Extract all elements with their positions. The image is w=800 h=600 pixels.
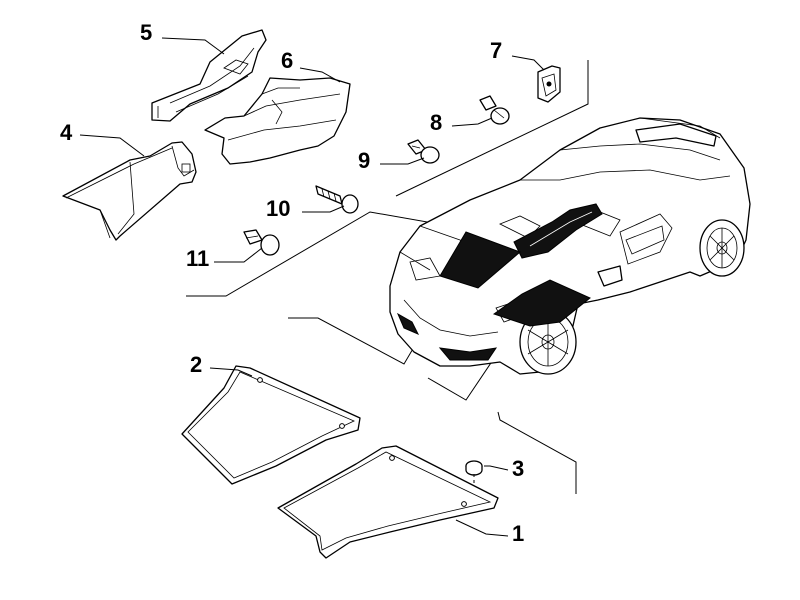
leader-4 [79,134,145,157]
callout-9: 9 [358,148,370,173]
callout-2: 2 [190,352,202,377]
part-7-clip [537,65,561,103]
callout-8: 8 [430,110,442,135]
callout-7: 7 [490,38,502,63]
part-4-console [62,141,197,241]
callout-3: 3 [512,456,524,481]
part-6-side-panel [204,77,351,165]
part-5-tunnel-trim [151,29,267,122]
part-1-floor-mat [277,445,499,559]
leader-6 [299,67,341,83]
callout-6: 6 [281,48,293,73]
leader-11 [214,247,263,263]
leader-8 [451,117,493,127]
callout-1: 1 [512,521,524,546]
part-11-push-clip [243,229,280,256]
part-8-screw [479,95,510,125]
part-9-push-clip [407,139,440,164]
leader-7 [511,55,545,71]
tunnel-highlight [513,203,603,259]
mat-highlight-right [492,279,591,327]
part-10-screw [315,185,359,214]
leader-9 [380,157,425,165]
leader-3 [484,465,509,471]
leader-1 [455,519,509,537]
leader-5 [161,37,225,55]
car-illustration [389,117,751,375]
leader-10 [302,205,345,213]
callout-5: 5 [140,20,152,45]
callout-11: 11 [186,246,209,271]
part-2-floor-mat [181,365,361,485]
callout-10: 10 [266,196,290,221]
mat-highlight-left [439,231,521,289]
leader-2 [209,367,253,377]
callout-4: 4 [60,120,73,145]
